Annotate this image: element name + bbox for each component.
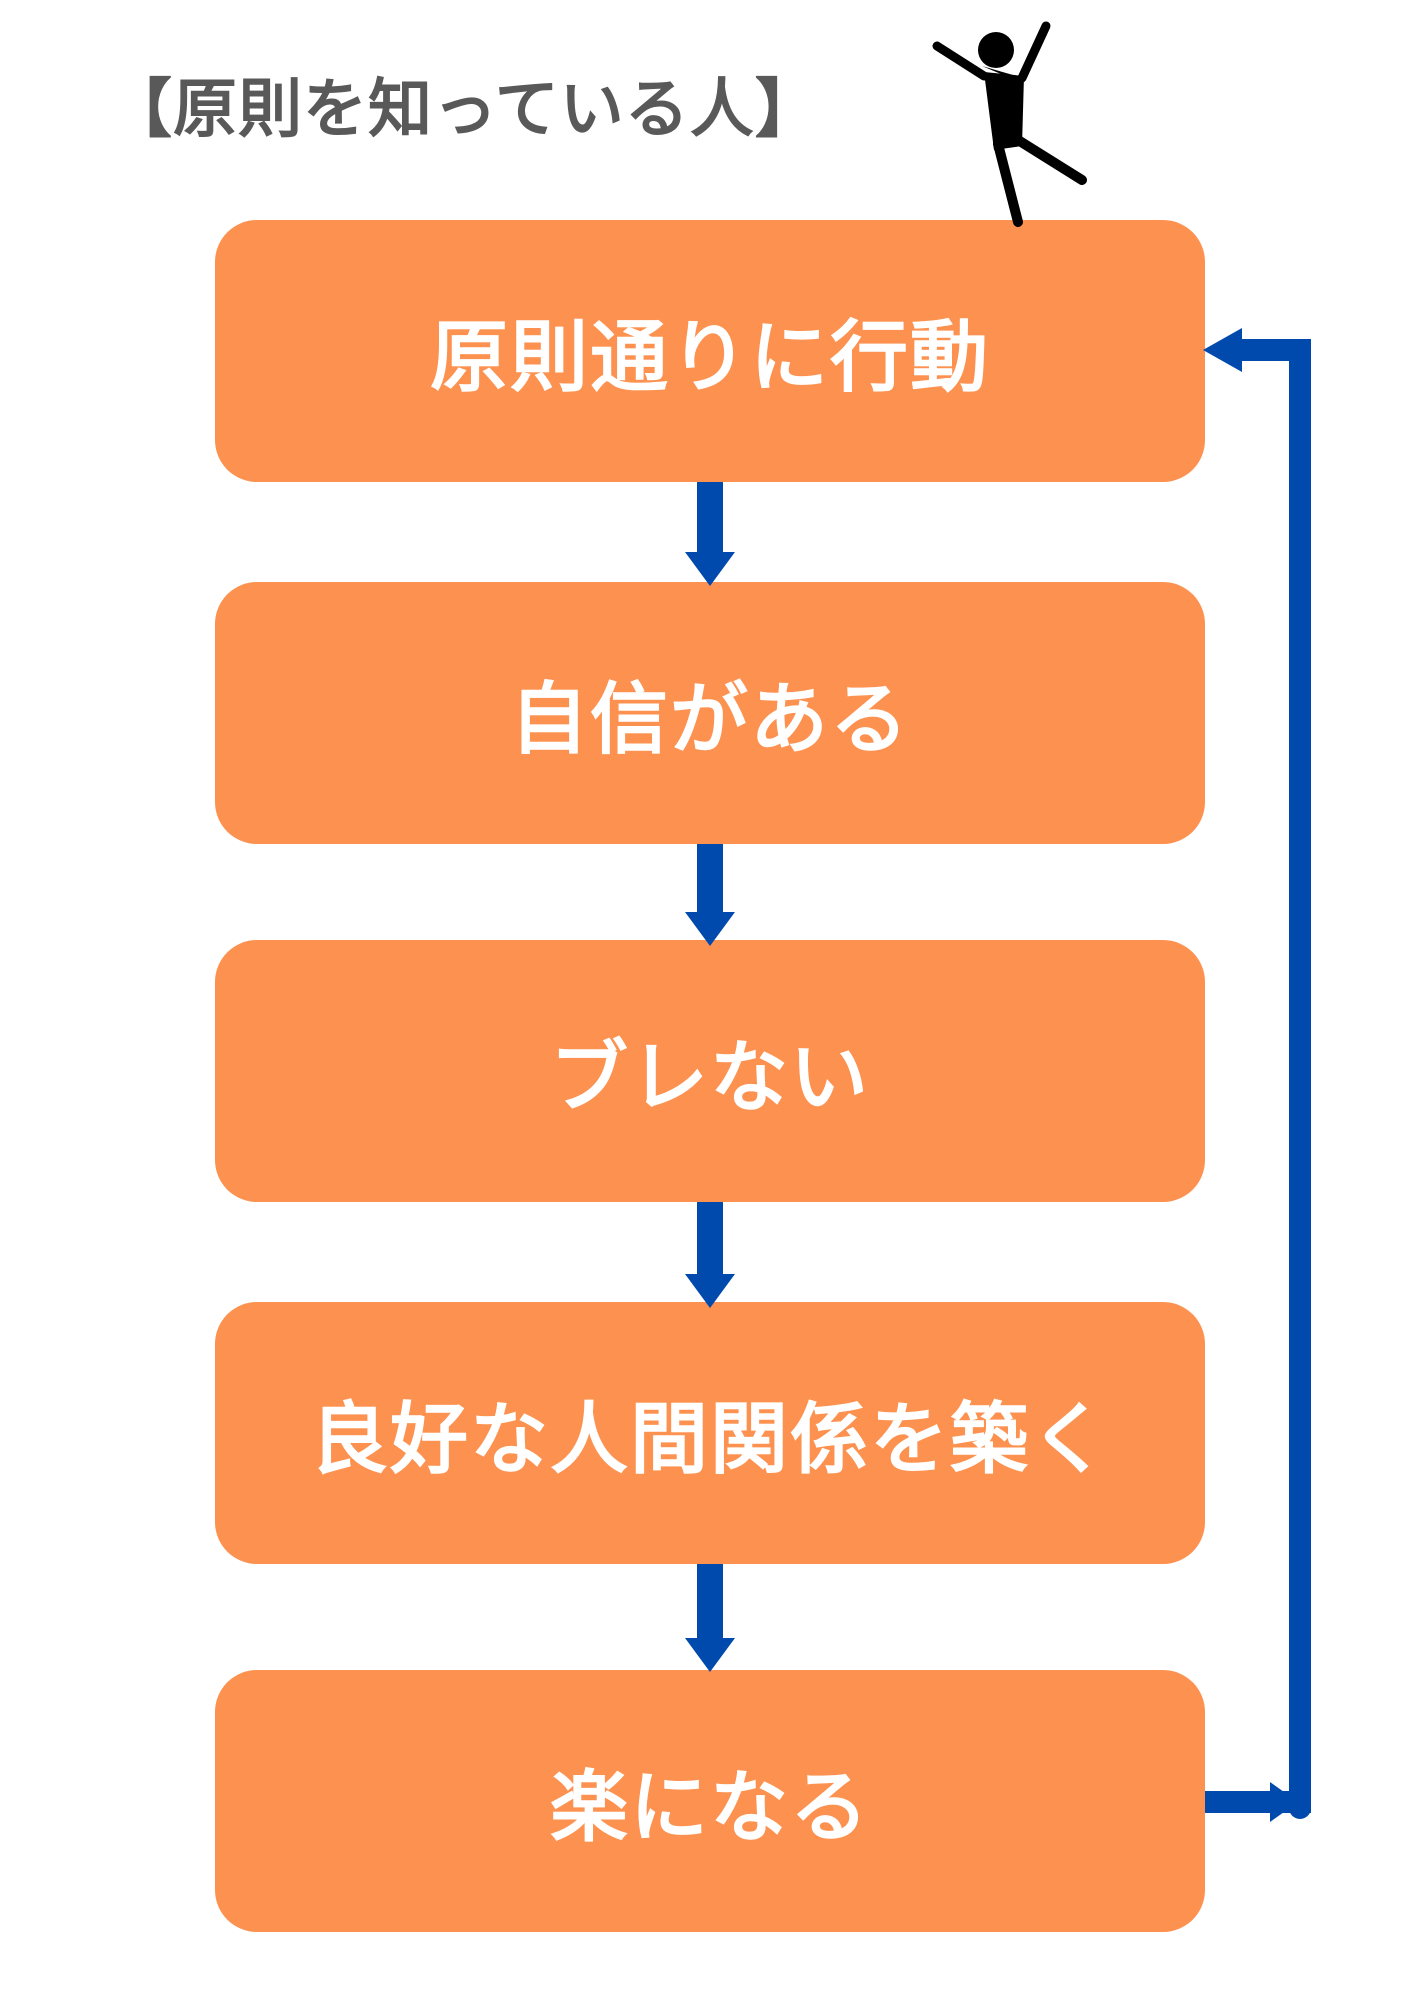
step-box-1: 原則通りに行動 — [215, 220, 1205, 482]
down-arrow-4 — [685, 1564, 735, 1672]
step-box-5: 楽になる — [215, 1670, 1205, 1932]
step-label-1: 原則通りに行動 — [429, 312, 990, 403]
step-box-2: 自信がある — [215, 582, 1205, 844]
step-label-5: 楽になる — [549, 1762, 870, 1853]
diagram-title: 【原則を知っている人】 — [108, 72, 820, 147]
jumping-person-icon — [932, 21, 1087, 227]
down-arrow-2 — [685, 844, 735, 946]
step-box-4: 良好な人間関係を築く — [215, 1302, 1205, 1564]
down-arrow-3 — [685, 1202, 735, 1308]
loop-arrow — [1203, 328, 1311, 1822]
down-arrow-1 — [685, 482, 735, 586]
step-label-4: 良好な人間関係を築く — [309, 1394, 1110, 1485]
loop-arrowhead-right — [1270, 1782, 1298, 1822]
loop-arrowhead-left — [1203, 328, 1242, 372]
loop-corner-dot — [1289, 1797, 1311, 1819]
step-label-2: 自信がある — [509, 674, 910, 765]
step-label-3: ブレない — [549, 1032, 870, 1123]
step-box-3: ブレない — [215, 940, 1205, 1202]
